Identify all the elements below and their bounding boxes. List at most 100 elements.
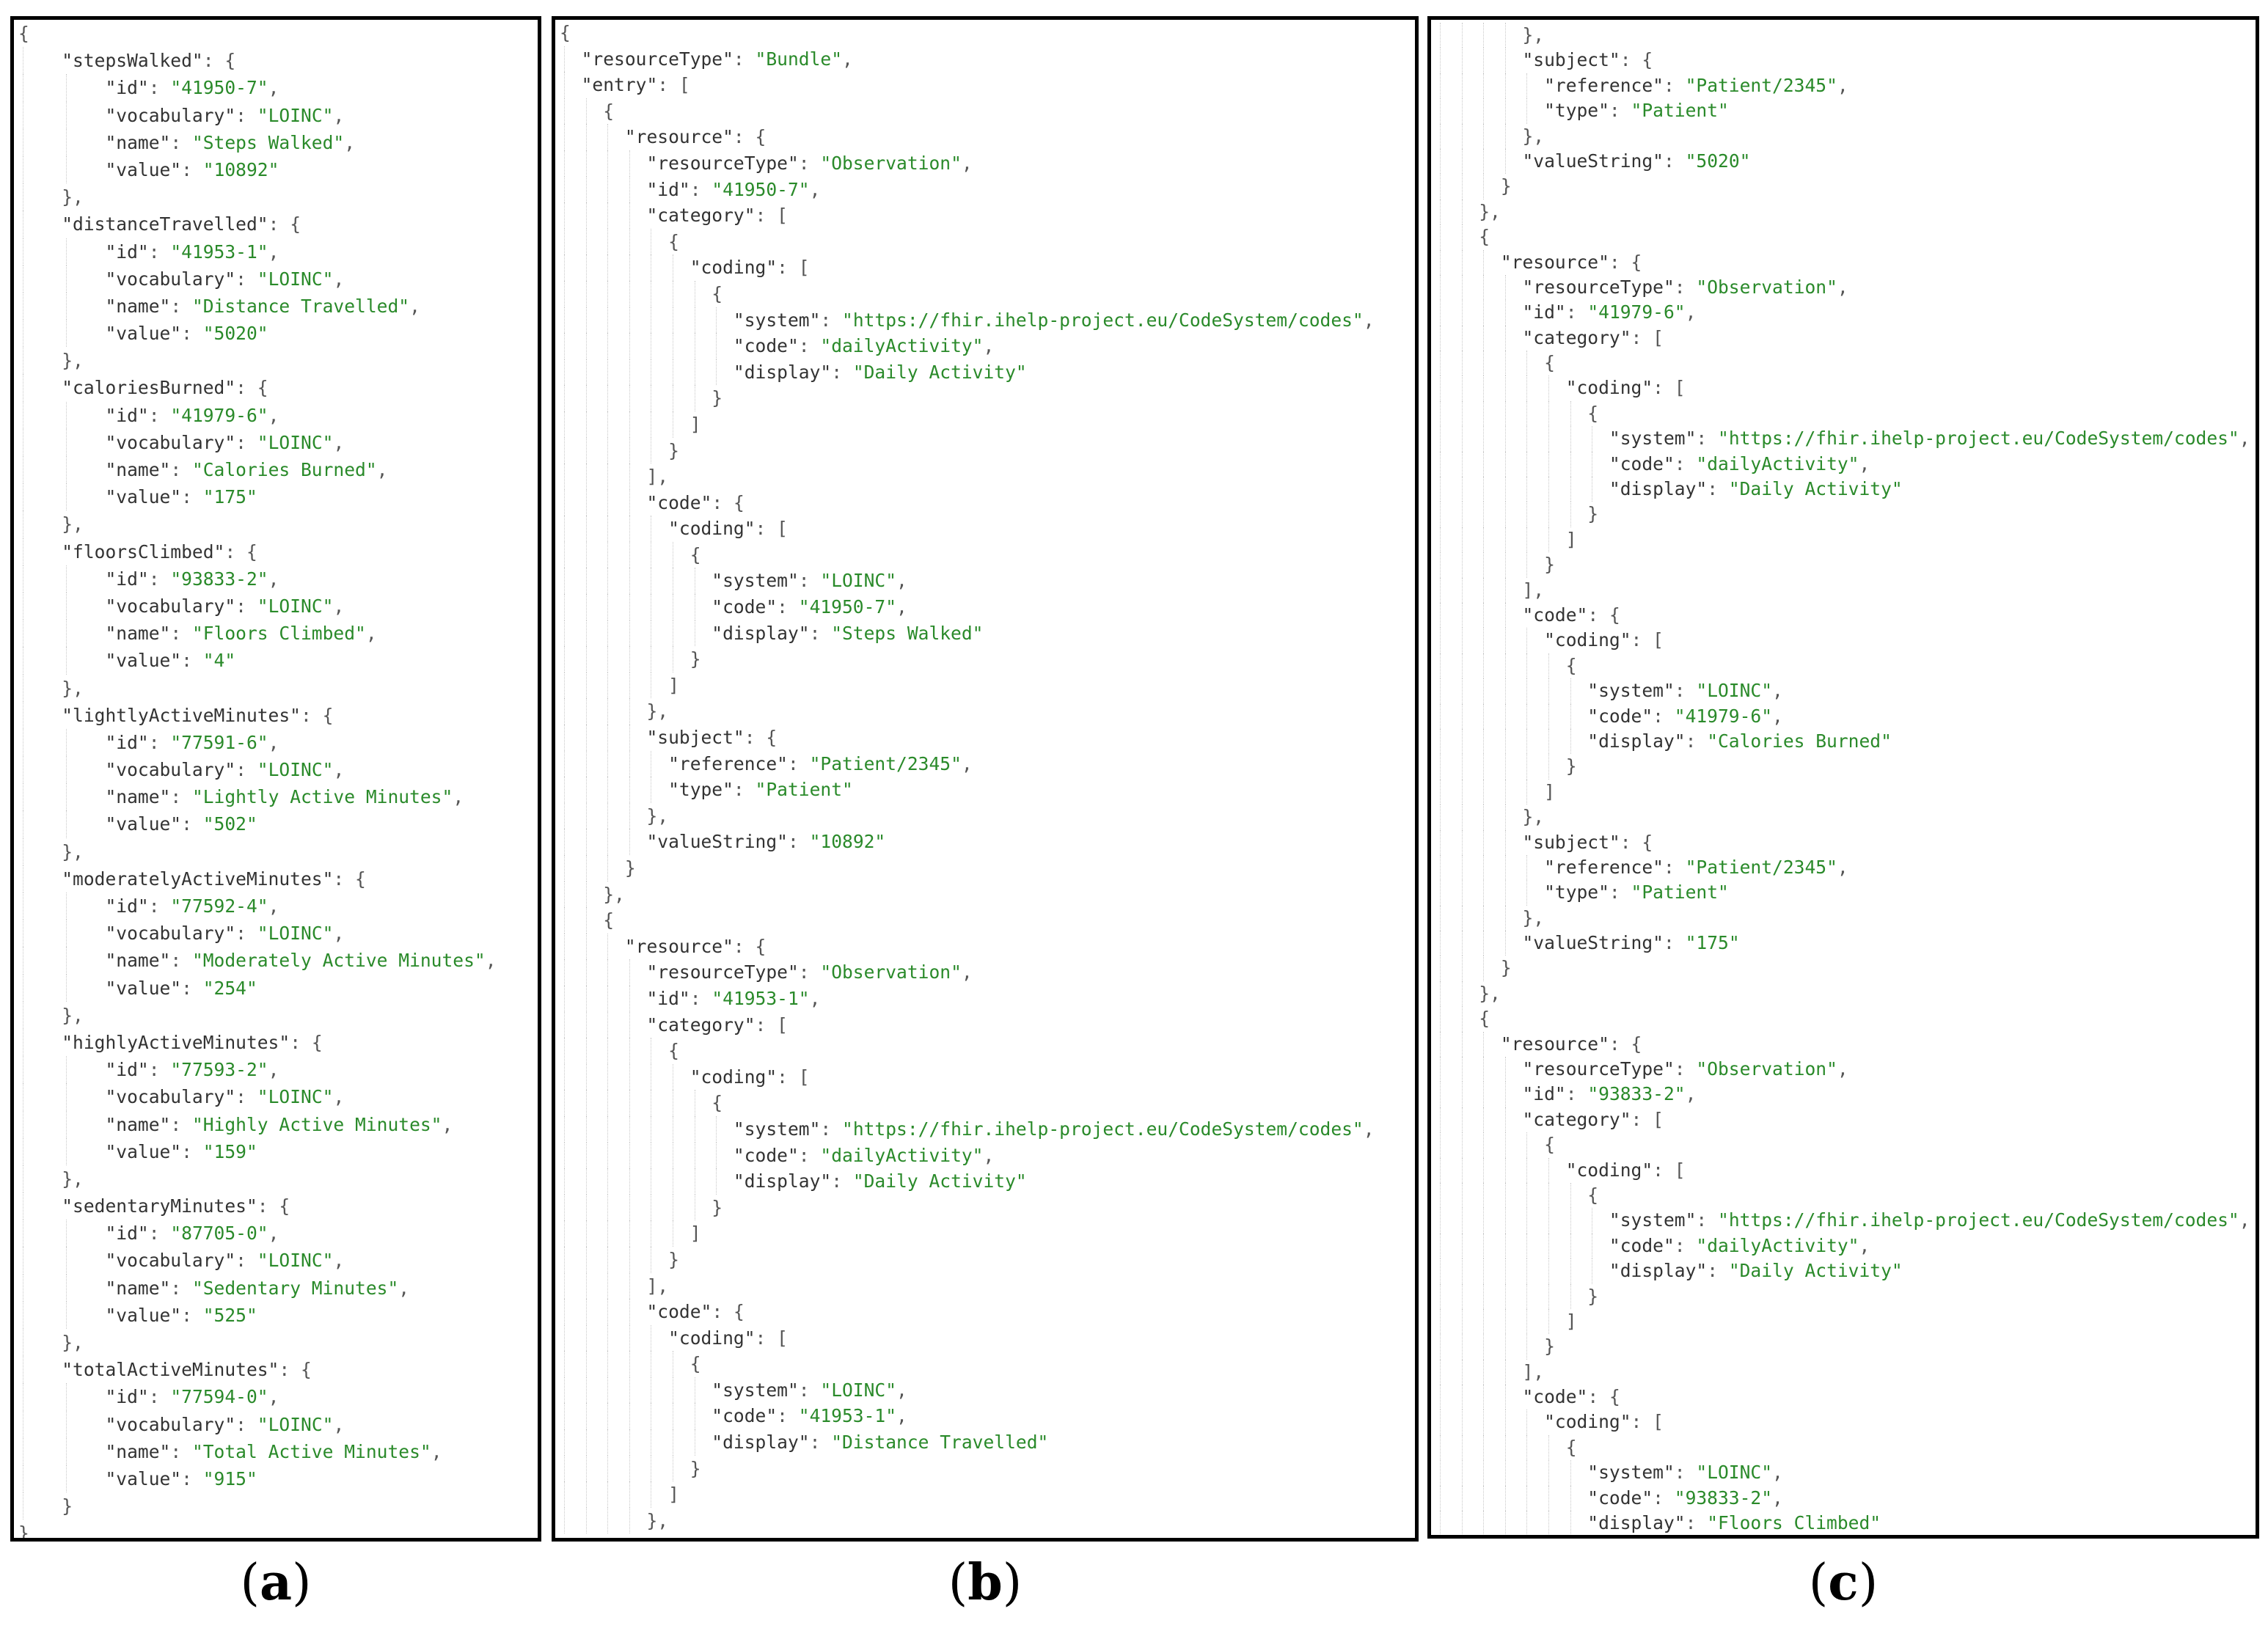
indent-guide <box>1504 552 1506 578</box>
indent-guide <box>607 1455 609 1482</box>
indent-guide <box>629 985 630 1012</box>
indent-guide <box>1440 1460 1441 1486</box>
code-line: "resource": { <box>560 933 1375 960</box>
code-line: } <box>1435 1283 2250 1309</box>
indent-guide <box>1483 502 1485 527</box>
code-line: "code": "dailyActivity", <box>560 333 1375 359</box>
indent-guide <box>1570 477 1571 502</box>
indent-guide <box>629 698 630 725</box>
indent-guide <box>564 280 565 307</box>
code-line: ] <box>560 1220 1375 1247</box>
indent-guide <box>1548 1283 1549 1309</box>
indent-guide <box>1526 1485 1528 1511</box>
code-line: "value": "525" <box>18 1301 497 1329</box>
indent-guide <box>1483 1107 1485 1133</box>
indent-guide <box>1504 779 1506 805</box>
code-line: { <box>1435 1006 2250 1032</box>
code-line: "resource": { <box>560 124 1375 150</box>
indent-guide <box>1504 274 1506 301</box>
indent-guide <box>1461 274 1463 301</box>
code-line: "vocabulary": "LOINC", <box>18 592 497 620</box>
indent-guide <box>66 565 67 593</box>
json-panel-b: { "resourceType": "Bundle", "entry": [ {… <box>552 16 1419 1542</box>
indent-guide <box>1548 1485 1549 1511</box>
indent-guide <box>564 829 565 855</box>
code-line: { <box>1435 1434 2250 1461</box>
indent-guide <box>1504 98 1506 124</box>
indent-guide <box>585 568 587 595</box>
code-line: }, <box>1435 905 2250 931</box>
indent-guide <box>1526 628 1528 653</box>
indent-guide <box>66 1301 67 1329</box>
code-line: { <box>560 228 1375 255</box>
code-line: "subject": { <box>1435 829 2250 855</box>
indent-guide <box>607 777 609 803</box>
indent-guide <box>1548 477 1549 502</box>
indent-guide <box>1570 1511 1571 1535</box>
indent-guide <box>607 150 609 177</box>
indent-guide <box>1504 829 1506 855</box>
indent-guide <box>66 592 67 620</box>
indent-guide <box>585 725 587 751</box>
indent-guide <box>1504 1308 1506 1335</box>
indent-guide <box>564 385 565 411</box>
indent-guide <box>585 646 587 672</box>
indent-guide <box>1570 1460 1571 1486</box>
indent-guide <box>1504 728 1506 755</box>
json-panel-c: }, "subject": { "reference": "Patient/23… <box>1427 16 2259 1539</box>
indent-guide <box>1461 23 1463 48</box>
indent-guide <box>1461 880 1463 906</box>
code-line: { <box>1435 400 2250 427</box>
indent-guide <box>1461 375 1463 401</box>
indent-guide <box>607 1115 609 1143</box>
indent-guide <box>66 101 67 129</box>
code-line: "id": "41979-6", <box>1435 300 2250 326</box>
indent-guide <box>1483 148 1485 175</box>
indent-guide <box>1461 98 1463 124</box>
code-line: ] <box>1435 1308 2250 1335</box>
indent-guide <box>1461 249 1463 275</box>
indent-guide <box>564 959 565 986</box>
indent-guide <box>607 1429 609 1456</box>
indent-guide <box>564 750 565 777</box>
indent-guide <box>564 698 565 725</box>
code-line: } <box>18 1522 29 1542</box>
indent-guide <box>1440 905 1441 931</box>
indent-guide <box>585 620 587 647</box>
indent-guide <box>1504 905 1506 931</box>
indent-guide <box>629 228 630 255</box>
indent-guide <box>66 483 67 511</box>
indent-guide <box>1461 854 1463 881</box>
indent-guide <box>564 725 565 751</box>
indent-guide <box>1504 1082 1506 1107</box>
indent-guide <box>1483 703 1485 729</box>
code-line: { <box>560 907 1375 934</box>
indent-guide <box>66 1465 67 1493</box>
indent-guide <box>1461 1006 1463 1032</box>
code-line: "system": "https://fhir.ihelp-project.eu… <box>1435 426 2250 452</box>
code-line: "vocabulary": "LOINC", <box>18 1247 497 1275</box>
indent-guide <box>1483 880 1485 906</box>
indent-guide <box>1461 1359 1463 1385</box>
indent-guide <box>1483 1208 1485 1234</box>
indent-guide <box>607 280 609 307</box>
indent-guide <box>629 1429 630 1456</box>
indent-guide <box>1440 502 1441 527</box>
code-line: "name": "Distance Travelled", <box>18 292 497 320</box>
indent-guide <box>1440 527 1441 553</box>
code-line: { <box>560 541 1375 568</box>
indent-guide <box>1440 1308 1441 1335</box>
indent-guide <box>564 72 565 98</box>
indent-guide <box>1440 653 1441 679</box>
indent-guide <box>629 1403 630 1430</box>
code-line: { <box>1435 1182 2250 1209</box>
indent-guide <box>1440 728 1441 755</box>
indent-guide <box>564 489 565 516</box>
indent-guide <box>1440 1511 1441 1535</box>
indent-guide <box>607 1090 609 1116</box>
indent-guide <box>564 1090 565 1116</box>
code-line: "value": "10892" <box>18 155 497 184</box>
code-line: "type": "Patient" <box>560 777 1375 803</box>
indent-guide <box>1504 628 1506 653</box>
indent-guide <box>1440 174 1441 199</box>
